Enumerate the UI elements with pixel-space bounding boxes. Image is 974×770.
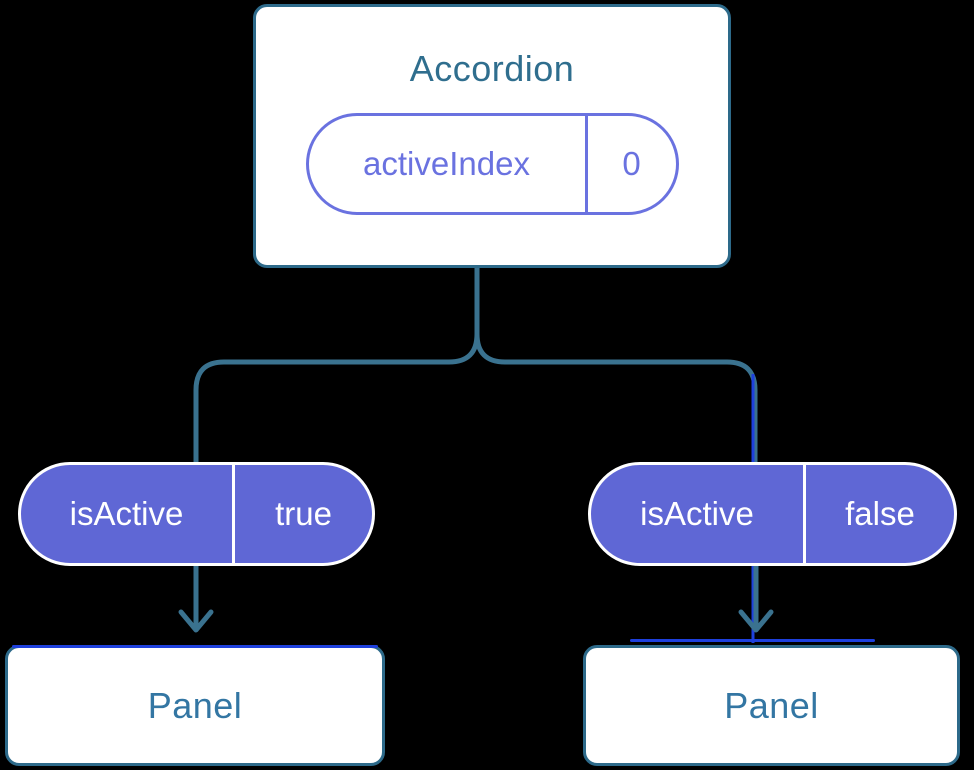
isactive-true-pill: isActive true [18, 462, 375, 566]
state-value-label: 0 [622, 144, 641, 182]
prop-value-label: false [845, 495, 915, 532]
branch-line-right [474, 268, 758, 462]
branch-line-left [193, 268, 480, 462]
isactive-false-pill: isActive false [588, 462, 957, 566]
prop-value-label: true [275, 495, 332, 532]
state-name-label: activeIndex [363, 144, 530, 182]
prop-name-label: isActive [69, 495, 184, 532]
panel-node-right: Panel [583, 645, 960, 766]
prop-name-label: isActive [640, 495, 754, 532]
arrow-head-left-icon [178, 609, 214, 633]
activeindex-state-pill: activeIndex 0 [305, 112, 679, 215]
pulse-highlight-left-panel [12, 645, 378, 648]
arrow-head-right-icon [738, 609, 774, 633]
accordion-node-title: Accordion [409, 48, 575, 89]
panel-label: Panel [147, 684, 243, 726]
panel-node-left: Panel [5, 645, 385, 766]
pill-divider [232, 465, 235, 563]
pulse-highlight-right-panel [630, 639, 875, 642]
panel-label: Panel [724, 684, 819, 726]
accordion-node: Accordion activeIndex 0 [253, 4, 731, 268]
pill-divider [803, 465, 806, 563]
pill-divider [584, 115, 588, 212]
